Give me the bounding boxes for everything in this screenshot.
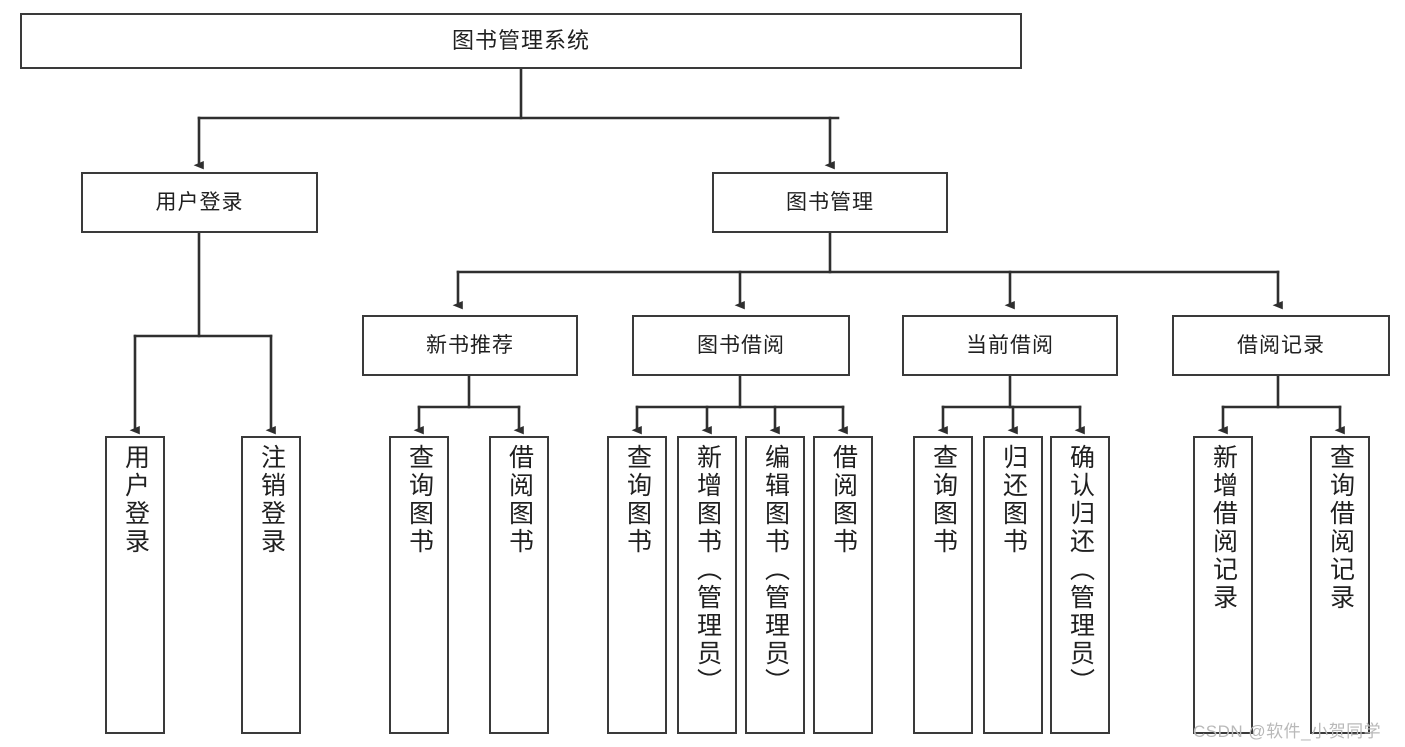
leaf-label: 借阅图书 [829,444,858,556]
leaf-borrow-record-add[interactable]: 新增借阅记录 [1193,436,1253,734]
leaf-label: 查询图书 [623,444,652,556]
leaf-label: 借阅图书 [505,444,534,556]
leaf-user-login-login[interactable]: 用户登录 [105,436,165,734]
leaf-user-login-logout[interactable]: 注销登录 [241,436,301,734]
leaf-book-borrow-edit[interactable]: 编辑图书（管理员） [745,436,805,734]
node-book-borrow[interactable]: 图书借阅 [632,315,850,376]
node-book-management[interactable]: 图书管理 [712,172,948,233]
node-current-borrow[interactable]: 当前借阅 [902,315,1118,376]
leaf-book-borrow-borrow[interactable]: 借阅图书 [813,436,873,734]
node-borrow-record-label: 借阅记录 [1237,333,1325,357]
leaf-label: 确认归还（管理员） [1066,444,1095,696]
node-root[interactable]: 图书管理系统 [20,13,1022,69]
leaf-label: 新增图书（管理员） [693,444,722,696]
node-borrow-record[interactable]: 借阅记录 [1172,315,1390,376]
leaf-current-borrow-return[interactable]: 归还图书 [983,436,1043,734]
leaf-label: 查询图书 [929,444,958,556]
node-current-borrow-label: 当前借阅 [966,333,1054,357]
leaf-label: 注销登录 [257,444,286,556]
leaf-borrow-record-query[interactable]: 查询借阅记录 [1310,436,1370,734]
leaf-label: 编辑图书（管理员） [761,444,790,696]
node-book-borrow-label: 图书借阅 [697,333,785,357]
leaf-new-book-query[interactable]: 查询图书 [389,436,449,734]
node-book-management-label: 图书管理 [786,190,874,214]
node-root-label: 图书管理系统 [451,27,590,53]
leaf-new-book-borrow[interactable]: 借阅图书 [489,436,549,734]
node-user-login-label: 用户登录 [155,190,244,214]
leaf-book-borrow-query[interactable]: 查询图书 [607,436,667,734]
leaf-label: 查询借阅记录 [1326,444,1355,612]
csdn-watermark: CSDN @软件_小贺同学 [1193,722,1382,741]
node-new-book-recommend[interactable]: 新书推荐 [362,315,578,376]
leaf-current-borrow-query[interactable]: 查询图书 [913,436,973,734]
leaf-book-borrow-add[interactable]: 新增图书（管理员） [677,436,737,734]
leaf-current-borrow-confirm[interactable]: 确认归还（管理员） [1050,436,1110,734]
leaf-label: 查询图书 [405,444,434,556]
leaf-label: 归还图书 [999,444,1028,556]
leaf-label: 新增借阅记录 [1209,444,1238,612]
node-user-login[interactable]: 用户登录 [81,172,318,233]
leaf-label: 用户登录 [121,444,150,556]
node-new-book-recommend-label: 新书推荐 [426,333,514,357]
